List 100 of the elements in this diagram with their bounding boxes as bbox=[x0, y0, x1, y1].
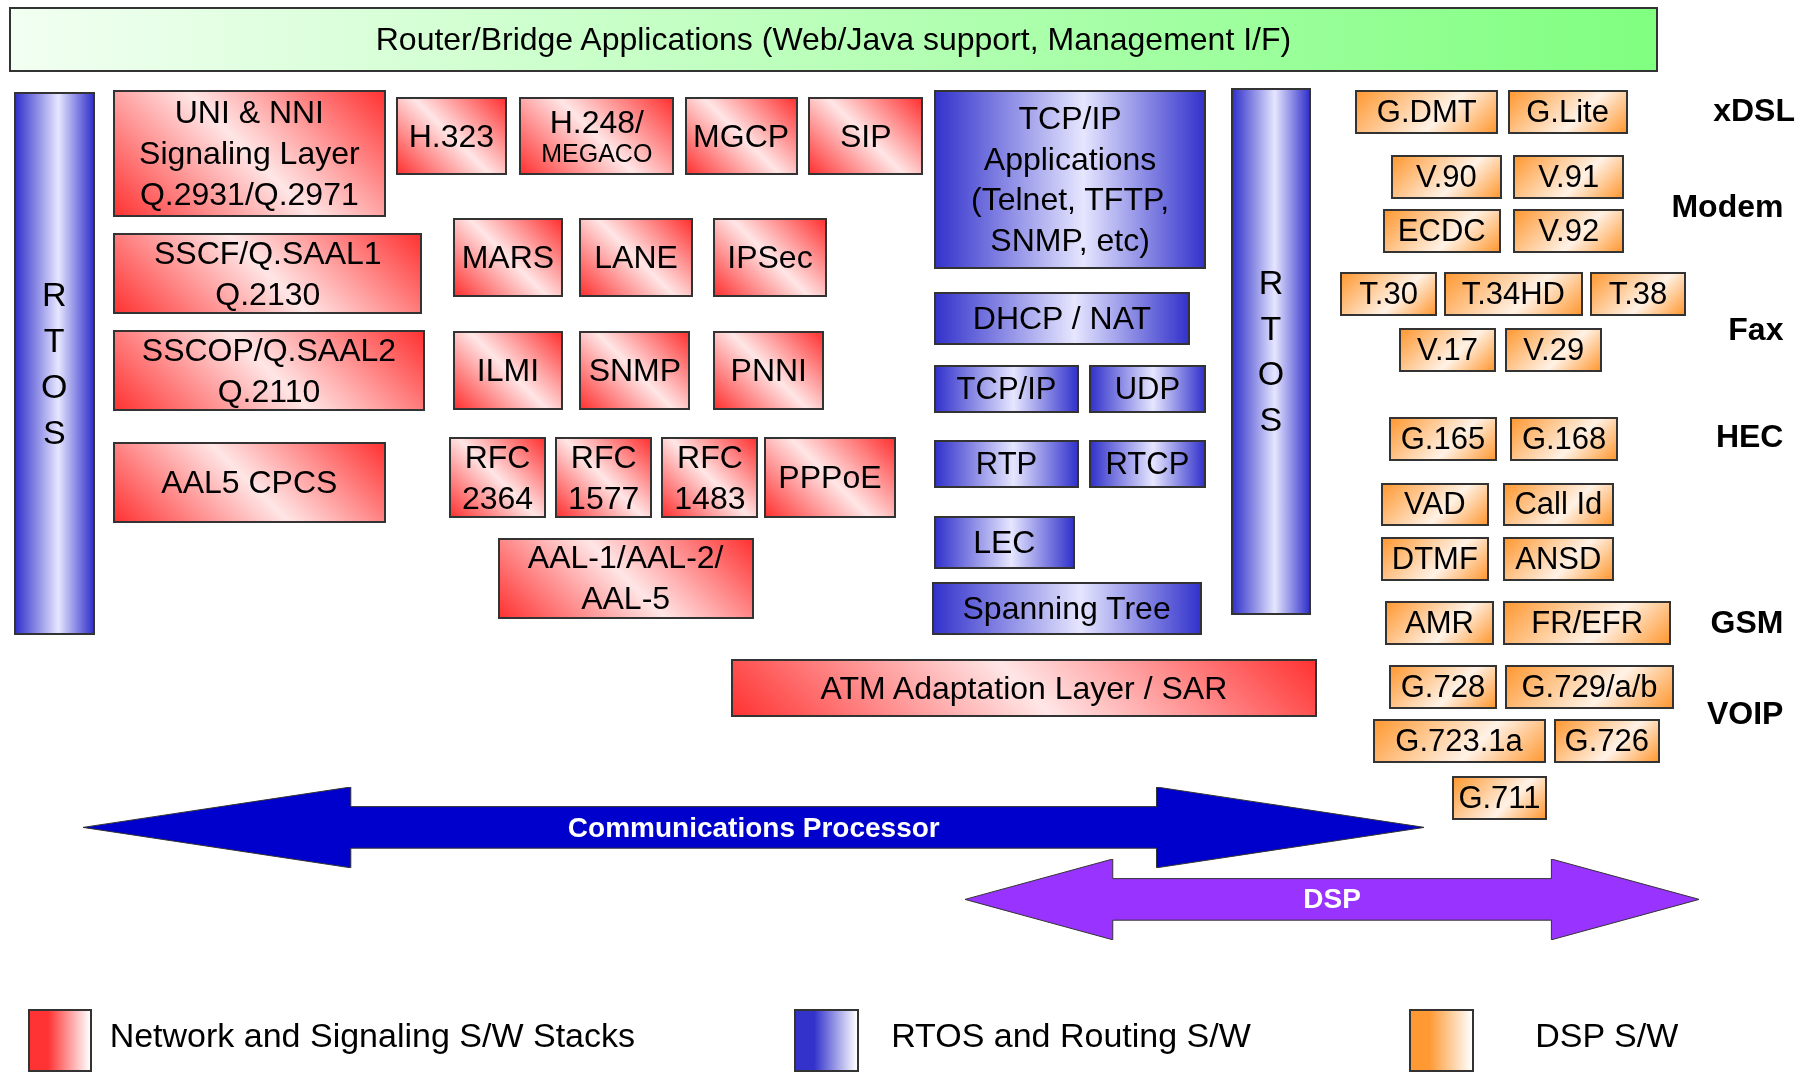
box-label: H.248/ bbox=[549, 106, 644, 140]
box-label: T.34HD bbox=[1461, 277, 1565, 312]
box-label: SNMP bbox=[588, 351, 682, 391]
process-box bbox=[1382, 208, 1501, 253]
vertical-bar bbox=[1230, 87, 1312, 616]
box-label: IPSec bbox=[727, 237, 813, 277]
arrow-label: Communications Processor bbox=[567, 810, 940, 845]
box-label: AMR bbox=[1405, 606, 1474, 641]
process-box bbox=[113, 233, 423, 314]
process-box bbox=[1589, 272, 1687, 317]
legend-label: Network and Signaling S/W Stacks bbox=[109, 1015, 635, 1055]
vertical-bar bbox=[13, 92, 95, 635]
process-box bbox=[579, 331, 691, 410]
process-box bbox=[452, 331, 564, 410]
box-label: RFC 1577 bbox=[567, 437, 641, 518]
box-label: V.29 bbox=[1523, 332, 1585, 367]
box-label: TCP/IP Applications (Telnet, TFTP, SNMP, etc) bbox=[970, 98, 1171, 261]
process-box bbox=[1385, 601, 1494, 646]
process-box bbox=[933, 90, 1207, 269]
box-label: MARS bbox=[461, 237, 555, 277]
box-label: ATM Adaptation Layer / SAR bbox=[820, 668, 1228, 708]
group-label: GSM bbox=[1710, 603, 1784, 641]
process-box bbox=[1505, 664, 1674, 709]
process-box bbox=[808, 96, 924, 176]
box-label: V.90 bbox=[1415, 159, 1477, 194]
box-label: SSCOP/Q.SAAL2 Q.2110 bbox=[140, 330, 398, 411]
process-box bbox=[497, 537, 754, 619]
process-box bbox=[713, 218, 827, 297]
box-label: AAL5 CPCS bbox=[161, 463, 338, 503]
process-box bbox=[933, 292, 1191, 346]
box-label: DTMF bbox=[1391, 541, 1478, 576]
box-label: MGCP bbox=[693, 116, 790, 156]
box-label: SSCF/Q.SAAL1 Q.2130 bbox=[153, 233, 383, 314]
box-label: G.168 bbox=[1521, 421, 1607, 456]
process-box bbox=[1444, 272, 1583, 317]
process-box bbox=[730, 659, 1318, 717]
process-box bbox=[661, 437, 759, 519]
box-label: G.165 bbox=[1400, 421, 1486, 456]
process-box bbox=[1513, 208, 1625, 253]
process-box bbox=[555, 437, 653, 519]
process-box bbox=[1509, 416, 1619, 461]
process-box bbox=[1507, 90, 1628, 134]
box-label: RTOS bbox=[40, 273, 69, 453]
box-label: UNI & NNI Signaling Layer Q.2931/Q.2971 bbox=[138, 93, 361, 214]
group-label: HEC bbox=[1715, 417, 1784, 455]
box-label: V.17 bbox=[1417, 332, 1478, 367]
process-box bbox=[9, 6, 1658, 72]
box-label: Call Id bbox=[1514, 487, 1603, 522]
box-label: TCP/IP bbox=[956, 371, 1057, 407]
process-box bbox=[113, 90, 386, 217]
process-box bbox=[1513, 154, 1625, 199]
box-label: RFC 2364 bbox=[460, 437, 535, 518]
process-box bbox=[1380, 536, 1490, 581]
process-box bbox=[1355, 90, 1499, 134]
box-label: RTOS bbox=[1256, 261, 1286, 441]
box-label: FR/EFR bbox=[1531, 606, 1644, 641]
process-box bbox=[1502, 482, 1614, 527]
box-label: ECDC bbox=[1397, 213, 1486, 248]
box-label: G.723.1a bbox=[1395, 724, 1523, 759]
process-box bbox=[1399, 327, 1496, 372]
process-box bbox=[1502, 601, 1672, 646]
process-box bbox=[1088, 364, 1207, 414]
group-label: Modem bbox=[1671, 188, 1784, 226]
box-label: V.91 bbox=[1538, 159, 1600, 194]
box-label: G.726 bbox=[1564, 724, 1650, 759]
process-box bbox=[1452, 775, 1547, 820]
process-box bbox=[1553, 719, 1660, 763]
box-label: Router/Bridge Applications (Web/Java support, Management I/F) bbox=[375, 19, 1292, 59]
box-label: RTCP bbox=[1105, 447, 1190, 482]
process-box bbox=[764, 437, 896, 519]
box-label: V.92 bbox=[1538, 213, 1600, 248]
box-label: VAD bbox=[1404, 487, 1466, 522]
process-box bbox=[519, 96, 675, 176]
box-label: T.30 bbox=[1359, 277, 1418, 312]
process-box bbox=[1088, 439, 1207, 489]
process-box bbox=[113, 442, 386, 523]
process-box bbox=[933, 364, 1080, 414]
process-box bbox=[1505, 327, 1603, 372]
process-box bbox=[1388, 664, 1498, 709]
process-box bbox=[452, 218, 564, 297]
arrow-label: DSP bbox=[1303, 882, 1361, 917]
process-box bbox=[579, 218, 693, 297]
box-label: PPPoE bbox=[778, 458, 882, 498]
box-label: AAL-1/AAL-2/ AAL-5 bbox=[526, 538, 725, 619]
process-box bbox=[684, 96, 798, 176]
process-box bbox=[933, 516, 1075, 570]
process-box bbox=[713, 331, 825, 410]
box-label: LEC bbox=[973, 523, 1036, 563]
box-label: SIP bbox=[839, 116, 892, 156]
process-box bbox=[1380, 482, 1490, 527]
process-box bbox=[1340, 272, 1438, 317]
process-box bbox=[933, 439, 1080, 489]
process-box bbox=[931, 581, 1202, 635]
group-label: xDSL bbox=[1713, 92, 1795, 130]
group-label: Fax bbox=[1728, 310, 1784, 348]
box-label: RTP bbox=[975, 447, 1038, 482]
box-label: ILMI bbox=[476, 351, 539, 391]
process-box bbox=[449, 437, 546, 519]
box-label: LANE bbox=[594, 237, 678, 277]
box-label: H.323 bbox=[408, 116, 495, 156]
